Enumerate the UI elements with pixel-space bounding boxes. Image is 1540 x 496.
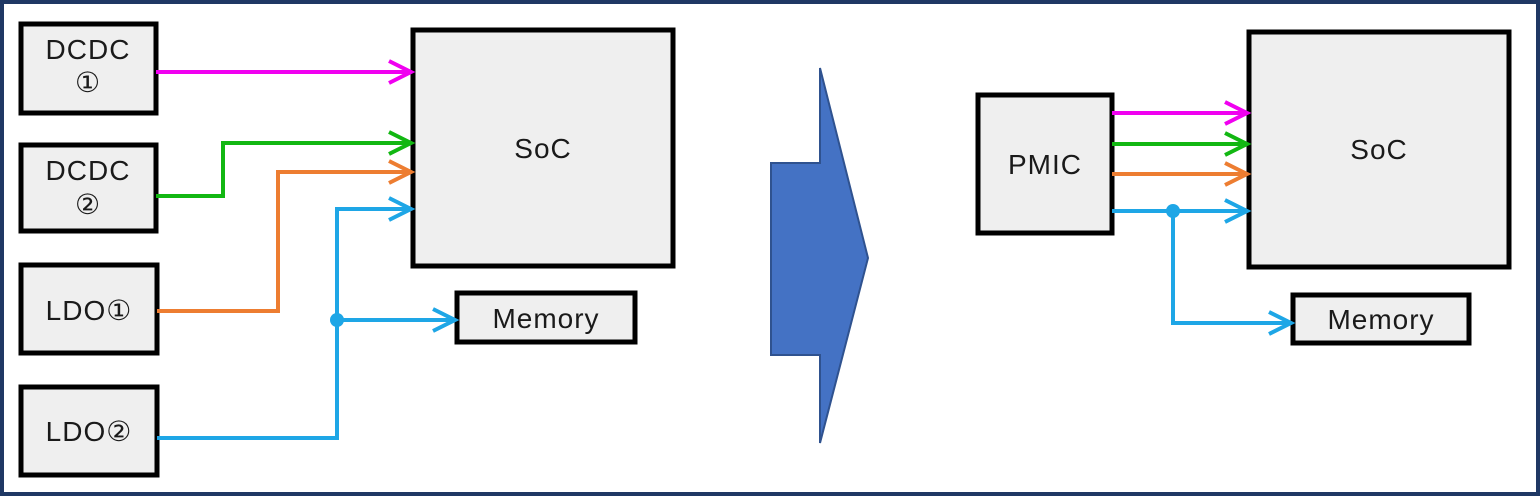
ldo1-box — [18, 262, 160, 356]
after-architecture: PMIC SoC Memory — [975, 29, 1512, 346]
memory-box-before — [454, 290, 638, 345]
rail-ldo1-to-soc — [157, 170, 409, 313]
rail-pmic-magenta-arrowhead — [1224, 100, 1252, 126]
rail-pmic-to-memory — [1171, 211, 1289, 325]
ldo2-label: LDO② — [46, 416, 133, 447]
soc-label-after: SoC — [1350, 134, 1407, 165]
rail-dcdc1-arrowhead — [388, 59, 416, 85]
dcdc1-label-line1: DCDC — [46, 34, 131, 65]
memory-box-after — [1290, 292, 1472, 346]
rail-pmic-orange-arrowhead — [1224, 161, 1252, 187]
dcdc2-label-line2: ② — [75, 189, 101, 220]
soc-box-after — [1246, 29, 1512, 270]
blue-rail-junction-dot-after — [1166, 204, 1180, 218]
rail-ldo2-arrowhead — [388, 196, 416, 222]
rail-ldo1-arrowhead — [388, 159, 416, 185]
rail-dcdc2-arrowhead — [388, 130, 416, 156]
transform-arrow — [770, 67, 870, 444]
memory-label-before: Memory — [492, 303, 599, 334]
dcdc1-label-line2: ① — [75, 67, 101, 98]
dcdc1-box — [18, 21, 159, 116]
soc-label-before: SoC — [514, 133, 571, 164]
rail-ldo2-to-soc — [157, 207, 409, 440]
rail-dcdc2-to-soc — [156, 141, 409, 198]
pmic-label: PMIC — [1008, 149, 1082, 180]
before-architecture: DCDC ① DCDC ② LDO① LDO② SoC Memory — [18, 21, 676, 478]
pmic-box — [975, 92, 1115, 236]
rail-pmic-blue-arrowhead — [1224, 198, 1252, 224]
memory-label-after: Memory — [1327, 304, 1434, 335]
dcdc2-box — [18, 142, 159, 234]
rail-pmic-green-arrowhead — [1224, 131, 1252, 157]
ldo1-label: LDO① — [46, 295, 133, 326]
power-architecture-diagram: DCDC ① DCDC ② LDO① LDO② SoC Memory PMIC — [18, 21, 1512, 478]
blue-rail-junction-dot-before — [330, 313, 344, 327]
dcdc2-label-line1: DCDC — [46, 155, 131, 186]
ldo2-box — [18, 384, 160, 478]
rail-pmic-to-memory-arrowhead — [1268, 310, 1296, 336]
rail-ldo2-to-memory-arrowhead — [432, 307, 460, 333]
soc-box-before — [410, 27, 676, 269]
